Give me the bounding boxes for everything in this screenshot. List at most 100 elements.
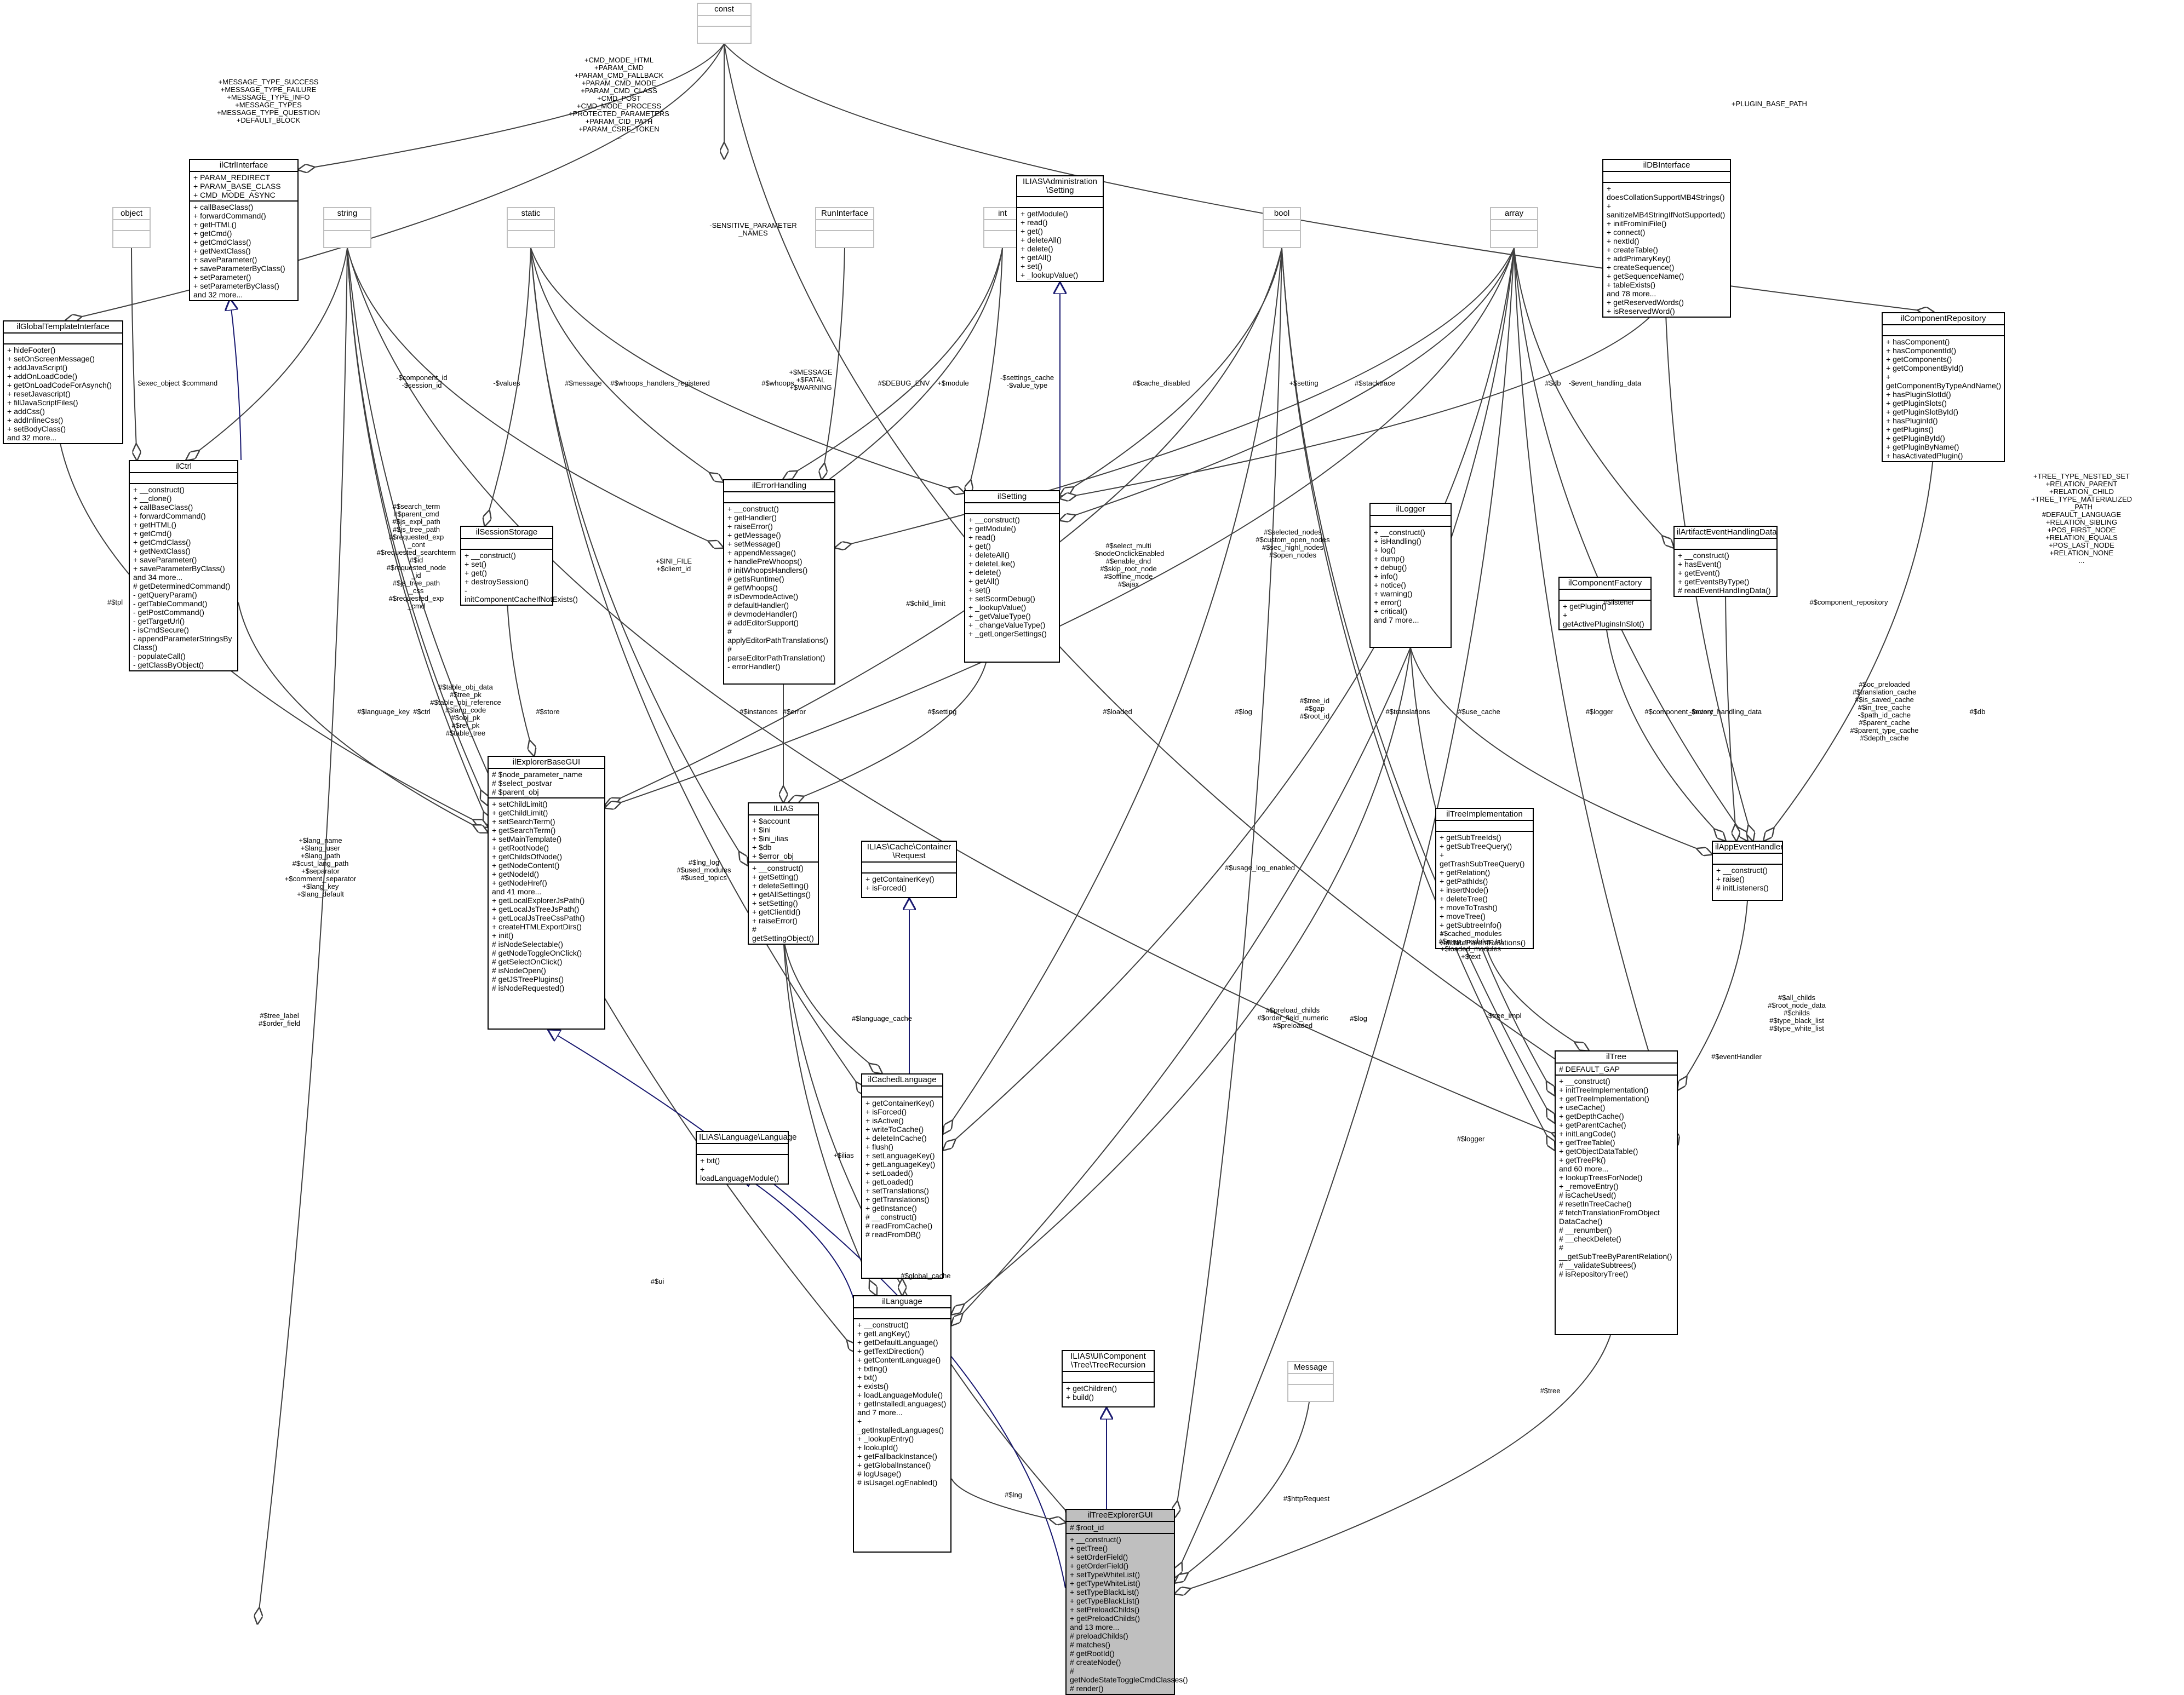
class-title: ilLogger bbox=[1371, 504, 1451, 516]
class-appevent[interactable]: ilAppEventHandler + __construct() + raise… bbox=[1712, 841, 1783, 901]
edge-label-ini-file: +$INI_FILE +$client_id bbox=[655, 557, 692, 573]
class-attributes bbox=[854, 1308, 950, 1319]
edge-51 bbox=[1725, 594, 1736, 841]
class-attributes bbox=[1436, 821, 1533, 832]
edge-label-selected-nodes: #$selected_nodes #$custom_open_nodes #$s… bbox=[1256, 528, 1330, 559]
edge-label-gt-consts: +MESSAGE_TYPE_SUCCESS +MESSAGE_TYPE_FAIL… bbox=[216, 78, 320, 124]
class-message[interactable]: Message bbox=[1287, 1361, 1334, 1402]
class-ctrlinterface[interactable]: ilCtrlInterface+ PARAM_REDIRECT + PARAM_… bbox=[189, 159, 299, 301]
edge-33 bbox=[1514, 248, 1678, 1145]
class-cacherequest[interactable]: ILIAS\Cache\Container \Request+ getConta… bbox=[861, 841, 957, 898]
class-attributes bbox=[1063, 1372, 1154, 1383]
edge-label-logger: #$logger bbox=[1585, 708, 1614, 716]
class-bool[interactable]: bool bbox=[1263, 207, 1301, 248]
edge-55 bbox=[783, 936, 876, 1295]
class-attributes bbox=[1288, 1374, 1333, 1385]
edge-13 bbox=[485, 248, 531, 526]
class-int[interactable]: int bbox=[983, 207, 1022, 248]
edge-17 bbox=[530, 248, 964, 493]
class-treeimpl[interactable]: ilTreeImplementation+ getSubTreeIds() + … bbox=[1435, 808, 1534, 949]
class-methods: + __construct() + getTree() + setOrderFi… bbox=[1070, 1535, 1188, 1693]
edge-label-table-obj: #$table_obj_data #$tree_pk #$table_obj_r… bbox=[430, 683, 501, 737]
edge-19 bbox=[783, 248, 1003, 479]
class-runinterface[interactable]: RunInterface bbox=[815, 207, 874, 248]
class-attributes bbox=[1560, 590, 1650, 601]
class-array[interactable]: array bbox=[1490, 207, 1538, 248]
edge-43 bbox=[238, 602, 488, 832]
class-setting[interactable]: ilSetting+ __construct() + getModule() +… bbox=[964, 490, 1060, 663]
edge-6 bbox=[186, 248, 348, 460]
edge-44 bbox=[506, 588, 534, 756]
edge-label-ctrl-lbl: #$ctrl bbox=[413, 708, 431, 716]
class-attributes bbox=[697, 1144, 788, 1155]
class-methods: + hideFooter() + setOnScreenMessage() + … bbox=[7, 346, 112, 442]
edge-label-use-cache: #$use_cache bbox=[1458, 708, 1500, 716]
edge-label-err-consts: +$MESSAGE +$FATAL +$WARNING bbox=[789, 368, 833, 392]
class-ctrl[interactable]: ilCtrl+ __construct() + __clone() + call… bbox=[129, 460, 238, 671]
edge-label-loaded: #$loaded bbox=[1103, 708, 1132, 716]
edge-label-module: +$module bbox=[937, 379, 969, 387]
edge-34 bbox=[951, 248, 1515, 1325]
class-attributes: # $root_id bbox=[1067, 1522, 1174, 1534]
class-methods bbox=[1264, 231, 1300, 233]
class-title: ilCachedLanguage bbox=[862, 1075, 942, 1087]
edge-label-event-handling: -$event_handling_data bbox=[1568, 379, 1642, 387]
edge-label-event-handling2: -$event_handling_data bbox=[1689, 708, 1762, 716]
class-methods bbox=[324, 231, 370, 233]
class-methods: + __construct() + __clone() + callBaseCl… bbox=[133, 485, 232, 669]
class-languageiface[interactable]: ILIAS\Language\Language+ txt() + loadLan… bbox=[696, 1131, 797, 1185]
class-cachedlanguage[interactable]: ilCachedLanguage+ getContainerKey() + is… bbox=[861, 1073, 943, 1279]
class-attributes bbox=[724, 492, 834, 503]
edge-label-tree-consts: +TREE_TYPE_NESTED_SET +RELATION_PARENT +… bbox=[2031, 472, 2133, 565]
edge-5 bbox=[131, 248, 137, 460]
edge-30 bbox=[1060, 248, 1515, 520]
class-sessionstorage[interactable]: ilSessionStorage+ __construct() + set() … bbox=[460, 526, 578, 606]
class-methods: + __construct() + raise() # initListener… bbox=[1716, 866, 1769, 892]
edge-label-error: #$error bbox=[783, 708, 806, 716]
class-treerecursion[interactable]: ILIAS\UI\Component \Tree\TreeRecursion+ … bbox=[1062, 1350, 1155, 1407]
class-string[interactable]: string bbox=[323, 207, 371, 248]
class-title: ilComponentRepository bbox=[1883, 313, 2004, 325]
class-static[interactable]: static bbox=[507, 207, 555, 248]
edge-42 bbox=[60, 443, 488, 827]
class-title: ilAppEventHandler bbox=[1713, 842, 1783, 854]
class-logger[interactable]: ilLogger+ __construct() + isHandling() +… bbox=[1369, 503, 1452, 648]
class-componentrepo[interactable]: ilComponentRepository+ hasComponent() + … bbox=[1882, 312, 2005, 462]
class-globaltemplate[interactable]: ilGlobalTemplateInterface+ hideFooter() … bbox=[3, 320, 123, 444]
class-attributes bbox=[461, 539, 552, 550]
edge-50 bbox=[1604, 617, 1726, 841]
class-title: ILIAS\Cache\Container \Request bbox=[862, 842, 956, 863]
edge-27 bbox=[1281, 248, 1555, 1150]
class-tree[interactable]: ilTree# DEFAULT_GAP+ __construct() + ini… bbox=[1555, 1050, 1678, 1335]
class-attributes bbox=[862, 863, 956, 874]
class-methods: + getSubTreeIds() + getSubTreeQuery() + … bbox=[1440, 833, 1526, 947]
class-const[interactable]: const bbox=[697, 3, 752, 44]
edge-label-cached-modules: #$cached_modules #$map_modules_txt +$loa… bbox=[1438, 929, 1503, 961]
class-title: string bbox=[324, 208, 370, 220]
class-attributes bbox=[130, 473, 237, 484]
edge-label-message: #$message bbox=[565, 379, 602, 387]
edge-label-search-term: #$search_term #$parent_cmd #$js_expl_pat… bbox=[376, 502, 456, 610]
edge-36 bbox=[943, 248, 1515, 1150]
edge-label-cache-disabled: #$cache_disabled bbox=[1132, 379, 1190, 387]
class-methods: + doesCollationSupportMB4Strings() + san… bbox=[1607, 184, 1726, 315]
class-title: array bbox=[1491, 208, 1537, 220]
class-attributes bbox=[113, 220, 150, 231]
class-attributes bbox=[965, 503, 1059, 514]
class-errorhandling[interactable]: ilErrorHandling+ __construct() + getHand… bbox=[723, 479, 835, 685]
class-object[interactable]: object bbox=[112, 207, 151, 248]
class-language[interactable]: ilLanguage+ __construct() + getLangKey()… bbox=[853, 1295, 951, 1553]
class-dbinterface[interactable]: ilDBInterface+ doesCollationSupportMB4St… bbox=[1602, 159, 1731, 318]
class-methods: + __construct() + set() + get() + destro… bbox=[465, 551, 578, 604]
class-ilias[interactable]: ILIAS+ $account + $ini + $ini_ilias + $d… bbox=[748, 802, 819, 945]
class-attributes bbox=[1603, 172, 1730, 183]
class-attributes bbox=[1371, 516, 1451, 527]
class-componentfactory[interactable]: ilComponentFactory+ getPlugin() + getAct… bbox=[1558, 577, 1652, 630]
class-explorerbase[interactable]: ilExplorerBaseGUI# $node_parameter_name … bbox=[488, 756, 605, 1030]
class-treeexplorer[interactable]: ilTreeExplorerGUI# $root_id+ __construct… bbox=[1065, 1509, 1188, 1695]
class-adminsetting[interactable]: ILIAS\Administration \Setting+ getModule… bbox=[1016, 175, 1104, 282]
class-title: ilExplorerBaseGUI bbox=[489, 757, 604, 769]
class-artifactevent[interactable]: ilArtifactEventHandlingData+ __construct… bbox=[1673, 526, 1778, 597]
edge-label-exec-object: $exec_object bbox=[137, 379, 180, 387]
edge-label-oc-preloaded: #$oc_preloaded #$translation_cache #$is_… bbox=[1850, 680, 1919, 742]
